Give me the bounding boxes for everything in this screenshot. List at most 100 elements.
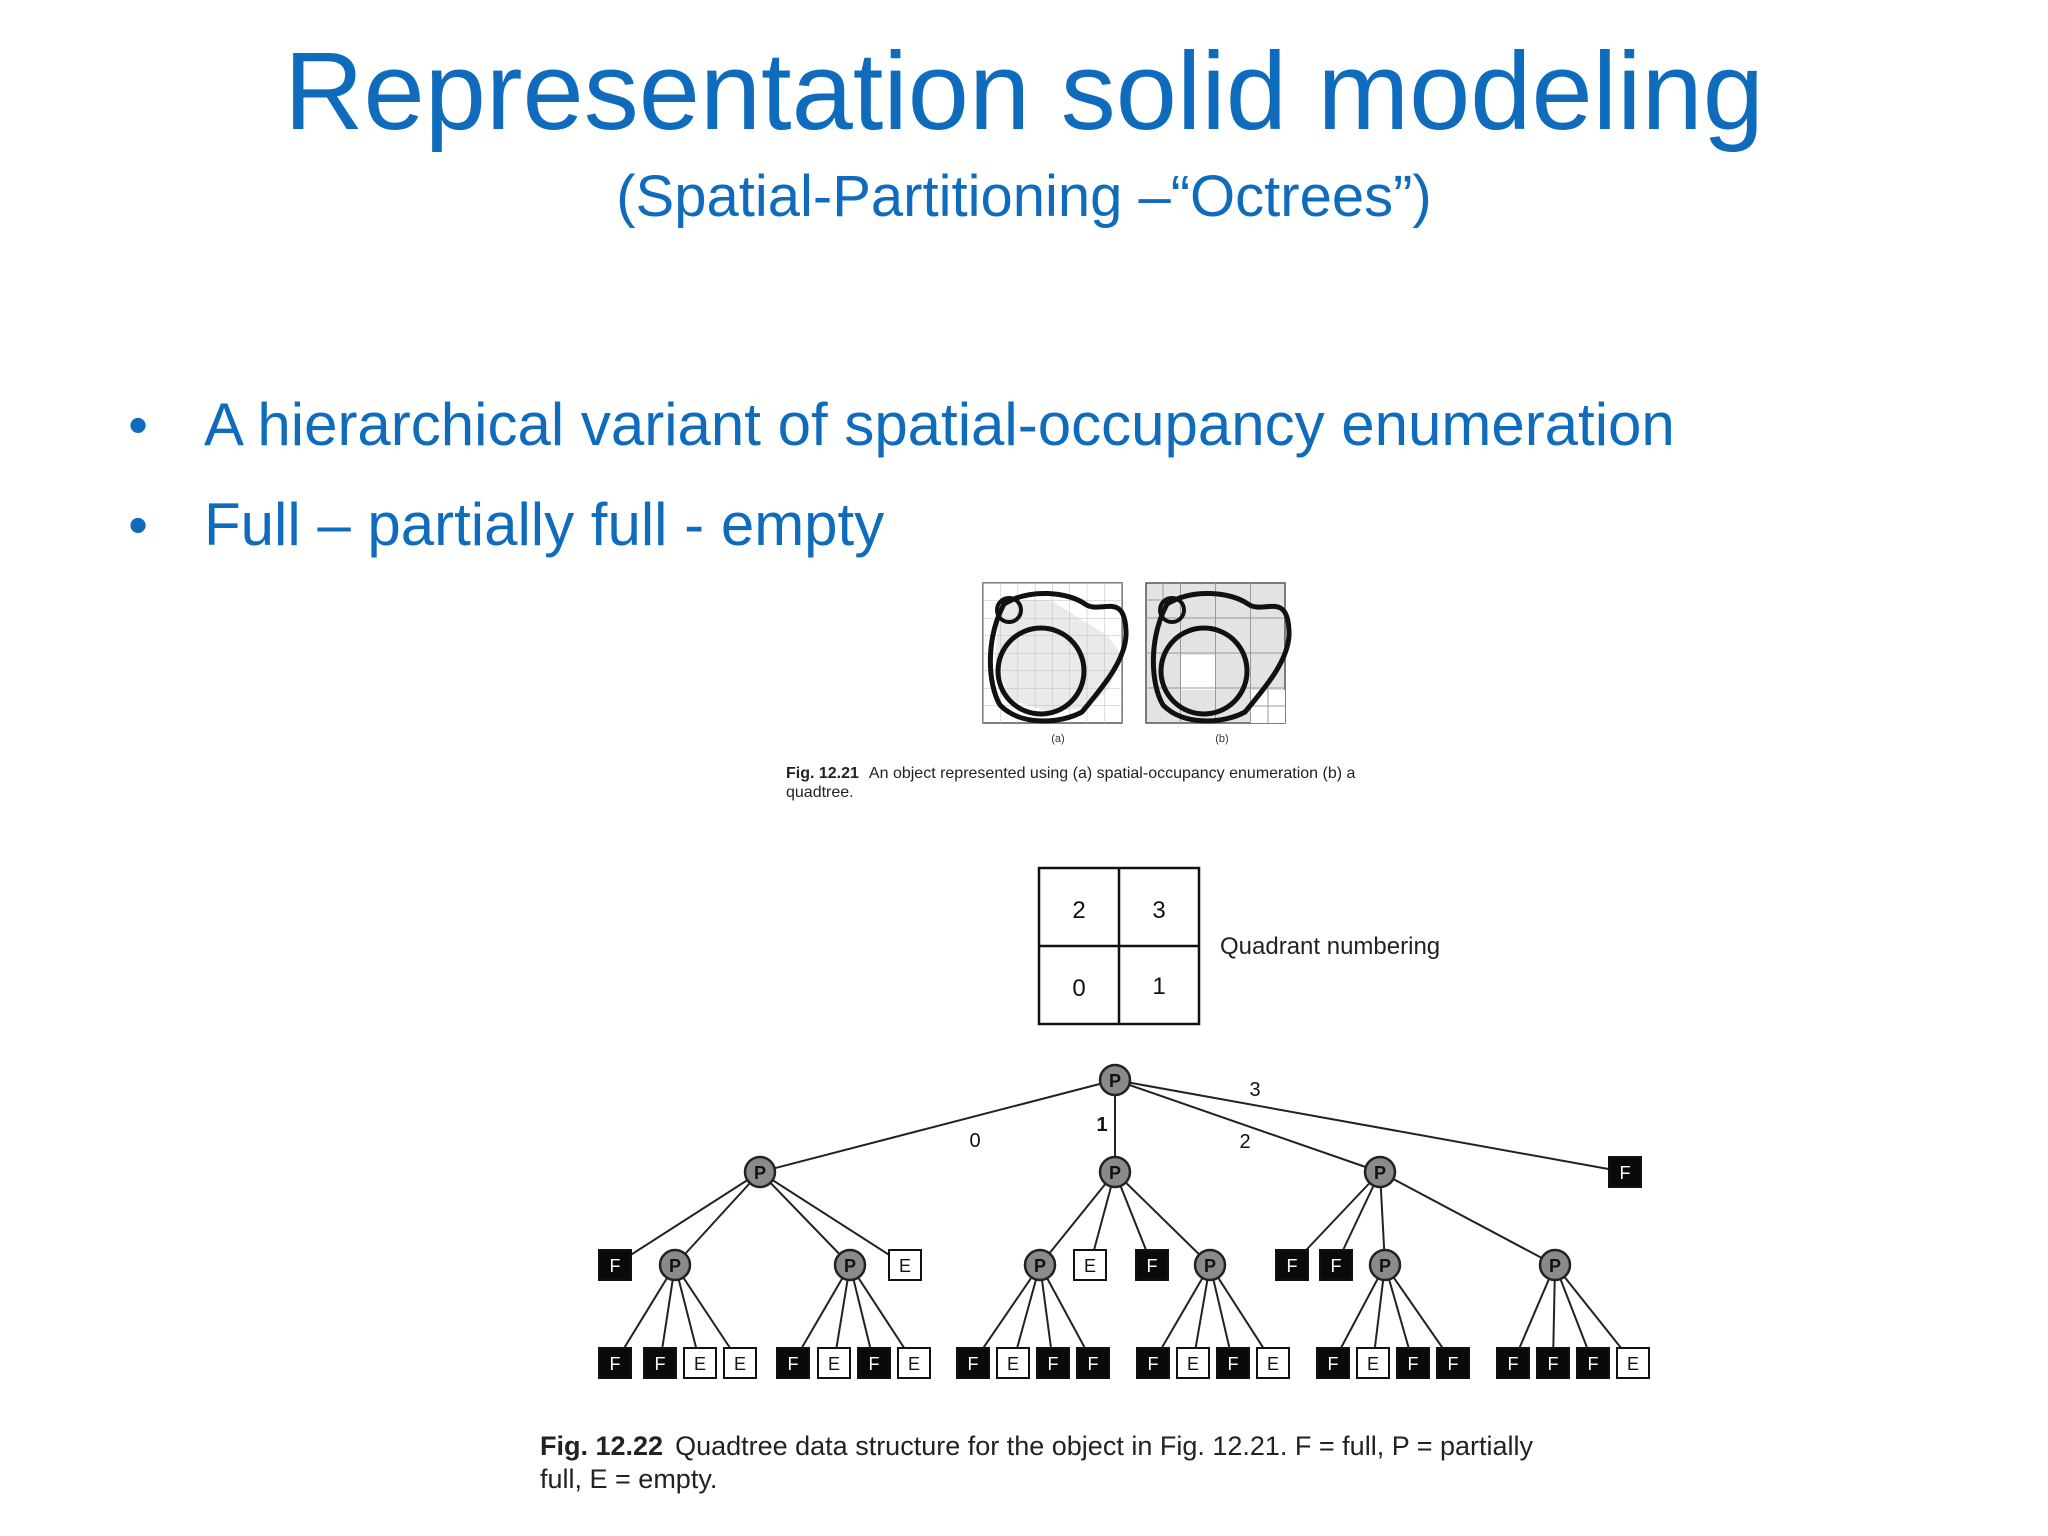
tree-node-label: E (828, 1354, 840, 1374)
tree-node-P: P (833, 1248, 867, 1282)
empty-node-shape (1176, 1347, 1210, 1379)
tree-node-label: P (1374, 1163, 1386, 1183)
tree-edge (833, 1264, 851, 1364)
tree-node-label: F (1408, 1354, 1419, 1374)
fig1-caption-line2: quadtree. (786, 784, 854, 801)
bullet-item: •Full – partially full - empty (118, 475, 1675, 575)
tree-node-label: F (1147, 1256, 1158, 1276)
tree-node-label: F (1548, 1354, 1559, 1374)
large-circle (995, 625, 1087, 717)
tree-edge (674, 1264, 701, 1364)
tree-edge (849, 1264, 875, 1364)
quadrant-label: Quadrant numbering (1220, 933, 1440, 960)
tree-edge (1039, 1264, 1054, 1364)
empty-quadrant (1180, 655, 1215, 690)
small-circle (1158, 596, 1186, 624)
tree-node-F: F (1076, 1347, 1110, 1379)
full-node-shape (1136, 1347, 1170, 1379)
partial-node-shape (1023, 1248, 1057, 1282)
tree-node-E: E (897, 1347, 931, 1379)
partial-node-shape (743, 1155, 777, 1189)
bullet-text: A hierarchical variant of spatial-occupa… (204, 391, 1675, 458)
tree-node-label: E (734, 1354, 746, 1374)
tree-node-P: P (1368, 1248, 1402, 1282)
tree-node-label: P (669, 1256, 681, 1276)
tree-edge (1379, 1171, 1556, 1266)
tree-node-label: F (788, 1354, 799, 1374)
tree-edge (1332, 1264, 1386, 1364)
tree-edge (1152, 1264, 1211, 1364)
branch-label: 1 (1096, 1114, 1107, 1136)
tree-node-F: F (1576, 1347, 1610, 1379)
tree-edge (1039, 1171, 1116, 1266)
tree-node-label: P (844, 1256, 856, 1276)
tree-node-E: E (996, 1347, 1030, 1379)
tree-edge (1209, 1264, 1274, 1364)
slide-title: Representation solid modeling (284, 30, 1764, 153)
empty-node-shape (1616, 1347, 1650, 1379)
tree-edge (614, 1264, 676, 1364)
tree-node-F: F (1136, 1347, 1170, 1379)
full-node-shape (1036, 1347, 1070, 1379)
tree-node-F: F (1319, 1249, 1353, 1281)
tree-node-E: E (683, 1347, 717, 1379)
partial-node-shape (1193, 1248, 1227, 1282)
tree-node-label: E (1367, 1354, 1379, 1374)
object-outline (1150, 591, 1292, 724)
tree-node-label: F (1048, 1354, 1059, 1374)
empty-node-shape (817, 1347, 851, 1379)
tree-node-F: F (1608, 1156, 1642, 1188)
tree-node-F: F (643, 1347, 677, 1379)
partial-node-shape (833, 1248, 867, 1282)
branch-label: 2 (1239, 1131, 1250, 1153)
tree-node-F: F (1536, 1347, 1570, 1379)
tree-node-F: F (1496, 1347, 1530, 1379)
label-b: (b) (1215, 733, 1228, 745)
tree-node-label: F (1331, 1256, 1342, 1276)
full-node-shape (1275, 1249, 1309, 1281)
tree-node-F: F (1135, 1249, 1169, 1281)
tree-node-label: P (754, 1163, 766, 1183)
tree-edge (659, 1264, 676, 1364)
tree-node-P: P (1538, 1248, 1572, 1282)
full-node-shape (1436, 1347, 1470, 1379)
full-node-shape (776, 1347, 810, 1379)
object-outline (987, 591, 1129, 724)
empty-node-shape (683, 1347, 717, 1379)
quadrant-cell: 0 (1072, 975, 1085, 1002)
tree-edge (1554, 1264, 1634, 1364)
tree-node-P: P (1098, 1063, 1132, 1097)
fig2-caption-text: Quadtree data structure for the object i… (675, 1431, 1533, 1461)
tree-node-E: E (1256, 1347, 1290, 1379)
tree-node-F: F (1036, 1347, 1070, 1379)
tree-edge (1554, 1264, 1594, 1364)
empty-node-shape (1356, 1347, 1390, 1379)
tree-node-label: F (655, 1354, 666, 1374)
tree-node-E: E (817, 1347, 851, 1379)
quadrant-numbering: 2 3 0 1 Quadrant numbering (1037, 866, 1440, 1026)
tree-node-label: E (1187, 1354, 1199, 1374)
tree-node-label: F (610, 1354, 621, 1374)
quadtree-figure: (b) (1145, 582, 1292, 745)
tree-node-E: E (888, 1249, 922, 1281)
tree-edges (614, 1079, 1634, 1364)
tree-node-label: P (1204, 1256, 1216, 1276)
tree-node-E: E (1616, 1347, 1650, 1379)
tree-node-label: P (1109, 1071, 1121, 1091)
empty-node-shape (723, 1347, 757, 1379)
quadrant-cell: 1 (1152, 973, 1165, 1000)
tree-node-label: P (1109, 1163, 1121, 1183)
partial-node-shape (1098, 1155, 1132, 1189)
tree-node-label: F (1448, 1354, 1459, 1374)
tree-edge (1114, 1079, 1626, 1173)
tree-node-label: E (694, 1354, 706, 1374)
tree-node-label: F (869, 1354, 880, 1374)
bullet-list: •A hierarchical variant of spatial-occup… (118, 375, 1675, 575)
tree-edge (759, 1079, 1116, 1173)
tree-node-F: F (1275, 1249, 1309, 1281)
tree-node-label: E (1007, 1354, 1019, 1374)
tree-node-F: F (1436, 1347, 1470, 1379)
tree-node-E: E (1356, 1347, 1390, 1379)
